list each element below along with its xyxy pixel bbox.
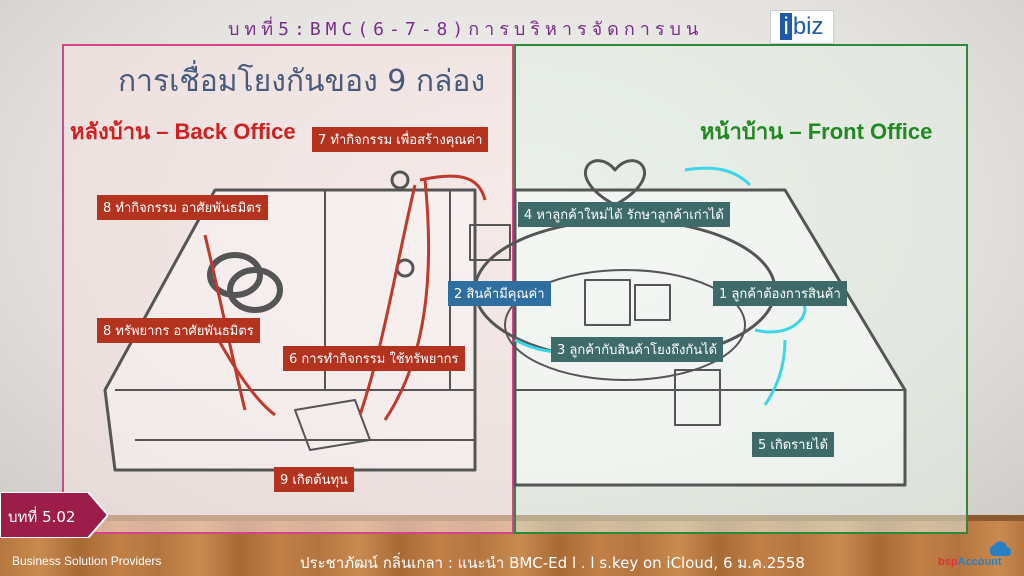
back-office-panel: [62, 44, 514, 534]
front-office-label: หน้าบ้าน – Front Office: [700, 119, 933, 144]
box-1-customers: 1 ลูกค้าต้องการสินค้า: [713, 281, 847, 306]
box-3-channels: 3 ลูกค้ากับสินค้าโยงถึงกันได้: [551, 337, 724, 362]
chapter-badge: บทที่ 5.02: [0, 492, 108, 538]
box-4-relationships: 4 หาลูกค้าใหม่ได้ รักษาลูกค้าเก่าได้: [518, 202, 730, 227]
box-8-partner-resources: 8 ทรัพยากร อาศัยพันธมิตร: [97, 318, 260, 343]
back-office-label: หลังบ้าน – Back Office: [70, 119, 296, 144]
footer-credit: ประชาภัฒน์ กลิ่นเกลา : แนะนำ BMC-Ed l . …: [300, 554, 805, 572]
slide-heading: การเชื่อมโยงกันของ 9 กล่อง: [118, 64, 486, 99]
box-6-resources: 6 การทำกิจกรรม ใช้ทรัพยากร: [283, 346, 465, 371]
box-8-partner-activities: 8 ทำกิจกรรม อาศัยพันธมิตร: [97, 195, 268, 220]
cloud-icon: [989, 541, 1012, 556]
box-9-cost: 9 เกิดต้นทุน: [274, 467, 354, 492]
box-5-revenue: 5 เกิดรายได้: [752, 432, 835, 457]
footer-company: Business Solution Providers: [12, 554, 162, 568]
box-7-activities: 7 ทำกิจกรรม เพื่อสร้างคุณค่า: [312, 127, 489, 152]
slide-title: บทที่5:BMC(6-7-8)การบริหารจัดการบน: [228, 19, 704, 40]
bsp-account-logo: bspAccount: [938, 540, 1018, 574]
box-2-value: 2 สินค้ามีคุณค่า: [448, 281, 551, 306]
